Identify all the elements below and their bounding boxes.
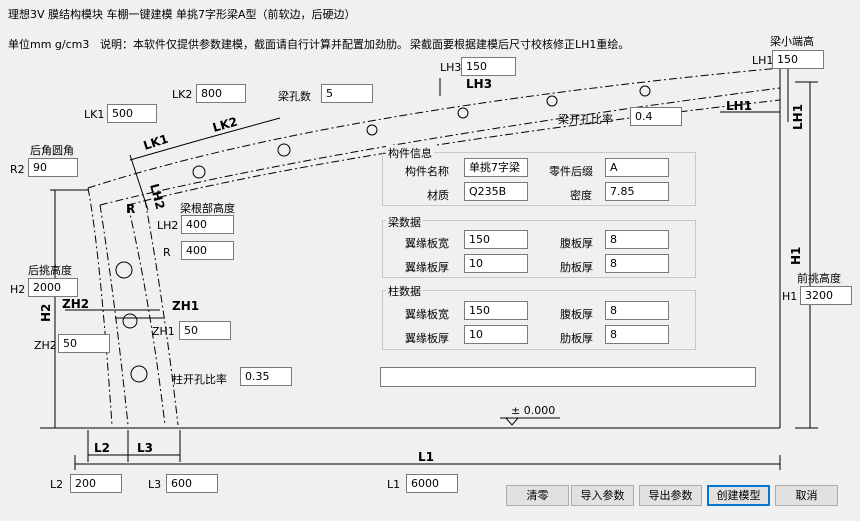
beam-data-group (382, 220, 696, 278)
l1-label: L1 (387, 478, 401, 491)
beam-data-title: 梁数据 (386, 214, 423, 230)
column-flange-thickness-label: 翼缘板厚 (405, 332, 449, 345)
column-flange-thickness-input[interactable]: 10 (464, 325, 528, 344)
component-info-group (382, 152, 696, 206)
dim-l3: L3 (137, 441, 153, 455)
dim-l2: L2 (94, 441, 110, 455)
dim-r: R (126, 202, 135, 216)
r2-input[interactable]: 90 (28, 158, 78, 177)
note-text-2: 梁截面要根据建模后尺寸校核修正LH1重绘。 (410, 38, 630, 51)
cancel-button[interactable]: 取消 (775, 485, 838, 506)
component-info-title: 构件信息 (386, 145, 434, 161)
column-web-thickness-label: 腹板厚 (560, 308, 593, 321)
column-data-group (382, 290, 696, 350)
lh1-title: 梁小端高 (770, 35, 814, 48)
note-text-1: 说明：本软件仅提供参数建模，截面请自行计算并配置加劲肋。 (100, 38, 408, 51)
h2-input[interactable]: 2000 (28, 278, 78, 297)
lk2-label: LK2 (172, 88, 193, 101)
dim-lh3: LH3 (466, 77, 492, 91)
lh3-input[interactable]: 150 (461, 57, 516, 76)
dim-zh2: ZH2 (62, 297, 89, 311)
l3-input[interactable]: 600 (166, 474, 218, 493)
create-model-button[interactable]: 创建模型 (707, 485, 770, 506)
beam-rib-thickness-label: 肋板厚 (560, 261, 593, 274)
import-params-button[interactable]: 导入参数 (571, 485, 634, 506)
component-name-input[interactable]: 单挑7字梁A (464, 158, 528, 177)
column-rib-thickness-input[interactable]: 8 (605, 325, 669, 344)
h1-input[interactable]: 3200 (800, 286, 852, 305)
dim-zh1: ZH1 (172, 299, 199, 313)
dim-lh1-vertical: LH1 (791, 104, 805, 130)
beam-web-thickness-input[interactable]: 8 (605, 230, 669, 249)
dim-l1: L1 (418, 450, 434, 464)
dim-h2: H2 (39, 304, 53, 322)
column-flange-width-input[interactable]: 150 (464, 301, 528, 320)
dim-lk2: LK2 (211, 114, 239, 134)
units-text: 单位mm g/cm3 (8, 38, 90, 51)
l1-input[interactable]: 6000 (406, 474, 458, 493)
clear-button[interactable]: 清零 (506, 485, 569, 506)
dim-lh1: LH1 (726, 99, 752, 113)
lh1-label: LH1 (752, 54, 774, 67)
h1-label: H1 (782, 290, 798, 303)
h2-title: 后挑高度 (28, 264, 72, 277)
window-title: 理想3V 膜结构模块 车棚一键建模 单挑7字形梁A型（前软边，后硬边） (8, 8, 356, 21)
component-name-label: 构件名称 (405, 165, 449, 178)
l2-label: L2 (50, 478, 64, 491)
lh3-label: LH3 (440, 61, 462, 74)
col-ratio-input[interactable]: 0.35 (240, 367, 292, 386)
column-rib-thickness-label: 肋板厚 (560, 332, 593, 345)
beam-flange-thickness-input[interactable]: 10 (464, 254, 528, 273)
beam-flange-width-label: 翼缘板宽 (405, 237, 449, 250)
zh1-label: ZH1 (152, 325, 175, 338)
zh1-input[interactable]: 50 (179, 321, 231, 340)
zh2-label: ZH2 (34, 339, 57, 352)
density-input[interactable]: 7.85 (605, 182, 669, 201)
beam-ratio-input[interactable]: 0.4 (630, 107, 682, 126)
lh2-title: 梁根部高度 (180, 202, 235, 215)
lh2-label: LH2 (157, 219, 179, 232)
column-data-title: 柱数据 (386, 283, 423, 299)
elevation-label: ± 0.000 (511, 404, 555, 417)
r2-label: R2 (10, 163, 25, 176)
density-label: 密度 (570, 189, 592, 202)
lh1-input[interactable]: 150 (772, 50, 824, 69)
part-suffix-input[interactable]: A (605, 158, 669, 177)
lk1-label: LK1 (84, 108, 105, 121)
holes-input[interactable]: 5 (321, 84, 373, 103)
r-label: R (163, 246, 171, 259)
h2-label: H2 (10, 283, 26, 296)
col-ratio-label: 柱开孔比率 (172, 373, 227, 386)
lk2-input[interactable]: 800 (196, 84, 246, 103)
material-label: 材质 (427, 189, 449, 202)
status-field[interactable] (380, 367, 756, 387)
material-input[interactable]: Q235B (464, 182, 528, 201)
l2-input[interactable]: 200 (70, 474, 122, 493)
r2-title: 后角圆角 (30, 144, 74, 157)
part-suffix-label: 零件后缀 (549, 165, 593, 178)
r-input[interactable]: 400 (181, 241, 234, 260)
l3-label: L3 (148, 478, 162, 491)
column-web-thickness-input[interactable]: 8 (605, 301, 669, 320)
lk1-input[interactable]: 500 (107, 104, 157, 123)
beam-ratio-label: 梁开孔比率 (558, 113, 613, 126)
export-params-button[interactable]: 导出参数 (639, 485, 702, 506)
h1-title: 前挑高度 (797, 272, 841, 285)
beam-rib-thickness-input[interactable]: 8 (605, 254, 669, 273)
dim-h1: H1 (789, 247, 803, 265)
lh2-input[interactable]: 400 (181, 215, 234, 234)
beam-flange-thickness-label: 翼缘板厚 (405, 261, 449, 274)
dim-lh2: LH2 (147, 182, 167, 211)
beam-flange-width-input[interactable]: 150 (464, 230, 528, 249)
column-flange-width-label: 翼缘板宽 (405, 308, 449, 321)
zh2-input[interactable]: 50 (58, 334, 110, 353)
holes-label: 梁孔数 (278, 90, 311, 103)
beam-web-thickness-label: 腹板厚 (560, 237, 593, 250)
